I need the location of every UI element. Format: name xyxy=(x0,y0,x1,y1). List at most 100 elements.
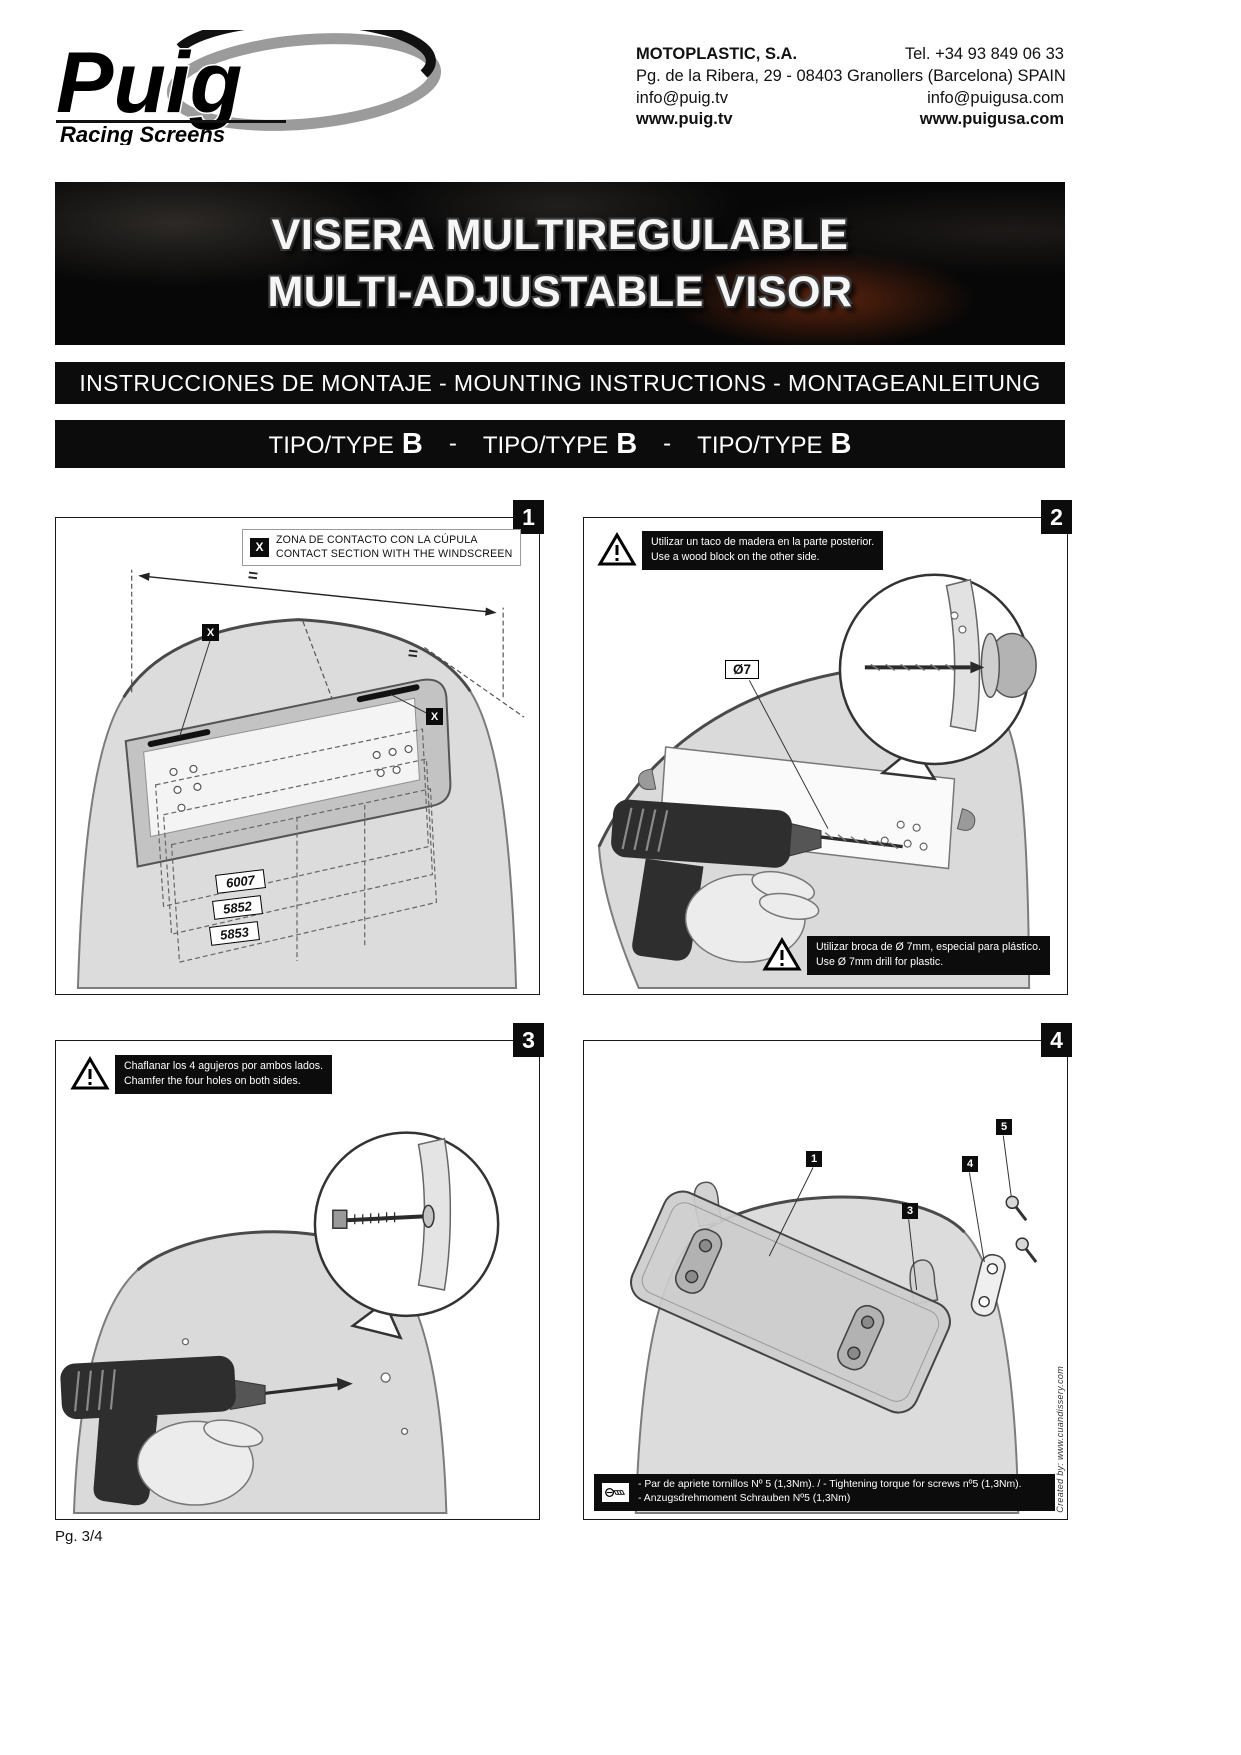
warning-text: Utilizar un taco de madera en la parte p… xyxy=(642,531,884,570)
puig-logo-graphic: Puig Racing Screens xyxy=(55,15,442,147)
screw-head xyxy=(332,1209,348,1229)
washer xyxy=(422,1204,435,1228)
step-2-drawing xyxy=(597,573,1037,990)
x-leader-left xyxy=(179,639,211,738)
page-number: Pg. 3/4 xyxy=(55,1528,103,1545)
wood-block-face xyxy=(980,632,1001,698)
warning-text-en: Chamfer the four holes on both sides. xyxy=(124,1075,301,1088)
step-1-drawing xyxy=(76,569,525,990)
dimension-arrow xyxy=(138,572,497,616)
drilled-holes xyxy=(880,820,928,851)
alternative-positions xyxy=(154,728,438,963)
mounting-holes xyxy=(169,744,413,812)
callout-leaders xyxy=(768,1135,1012,1291)
bit-tip xyxy=(970,661,985,674)
step-3-panel: 3 xyxy=(55,1023,544,1520)
title-banner: VISERA MULTIREGULABLE MULTI-ADJUSTABLE V… xyxy=(55,182,1065,345)
magnifier-circle xyxy=(313,1131,500,1318)
x-marker-left: X xyxy=(202,624,219,641)
left-bracket xyxy=(674,1228,723,1294)
warning-triangle-icon xyxy=(70,1056,110,1092)
screw-icon xyxy=(602,1482,629,1502)
type-prefix: TIPO/TYPE xyxy=(268,431,394,459)
company-email-us: info@puigusa.com xyxy=(927,88,1064,107)
puig-logo: Puig Racing Screens xyxy=(52,15,452,147)
callout-part-3: 3 xyxy=(902,1203,918,1219)
right-adjuster-knob xyxy=(909,1259,939,1305)
contact-zone-text-en: CONTACT SECTION WITH THE WINDSCREEN xyxy=(276,548,513,561)
callout-part-4: 4 xyxy=(962,1156,978,1172)
torque-note-text: - Par de apriete tornillos Nº 5 (1,3Nm).… xyxy=(638,1478,1022,1507)
type-value: B xyxy=(401,427,423,460)
callout-part-1: 1 xyxy=(806,1151,822,1167)
company-web-es: www.puig.tv xyxy=(636,110,733,129)
chamfer-warning: Chaflanar los 4 agujeros por ambos lados… xyxy=(70,1055,333,1094)
step-1-badge: 1 xyxy=(513,500,544,534)
magnified-holes xyxy=(950,611,967,634)
screw-part-b xyxy=(1015,1237,1038,1263)
left-tab xyxy=(638,768,657,791)
drill-bit-warning: Utilizar broca de Ø 7mm, especial para p… xyxy=(762,936,1050,975)
callout-part-5: 5 xyxy=(996,1119,1012,1135)
type-item: TIPO/TYPE B xyxy=(697,428,851,461)
torque-line-1: - Par de apriete tornillos Nº 5 (1,3Nm).… xyxy=(638,1478,1022,1490)
torque-line-2: - Anzugsdrehmoment Schrauben Nº5 (1,3Nm) xyxy=(638,1493,851,1505)
countersink-tip xyxy=(336,1377,353,1391)
screw-part-a xyxy=(1005,1195,1028,1222)
warning-text: Utilizar broca de Ø 7mm, especial para p… xyxy=(807,936,1050,975)
step-2-badge: 2 xyxy=(1041,500,1072,534)
magnified-bit-spiral xyxy=(870,663,955,671)
contact-zone-text-es: ZONA DE CONTACTO CON LA CÚPULA xyxy=(276,534,478,546)
diameter-label: Ø7 xyxy=(725,660,760,679)
step-3-badge: 3 xyxy=(513,1023,544,1057)
company-address: Pg. de la Ribera, 29 - 08403 Granollers … xyxy=(636,66,1066,85)
warning-text: Chaflanar los 4 agujeros por ambos lados… xyxy=(115,1055,333,1094)
contact-zone-left xyxy=(147,729,211,748)
warning-triangle-icon xyxy=(597,532,637,568)
diameter-leader xyxy=(748,680,829,829)
step-3-drawing xyxy=(60,1131,500,1515)
warning-text-es: Chaflanar los 4 agujeros por ambos lados… xyxy=(124,1060,324,1072)
visor-face xyxy=(143,697,421,838)
type-item: TIPO/TYPE B xyxy=(269,428,423,461)
torque-note: - Par de apriete tornillos Nº 5 (1,3Nm).… xyxy=(594,1473,1055,1511)
type-value: B xyxy=(616,427,638,460)
hand xyxy=(684,870,820,963)
spare-bracket-plate xyxy=(970,1253,1006,1317)
drill-body xyxy=(60,1355,236,1420)
step-4-panel: 4 xyxy=(583,1023,1072,1520)
drill-grip xyxy=(93,1409,158,1506)
logo-tagline: Racing Screens xyxy=(60,122,225,145)
warning-text-es: Utilizar un taco de madera en la parte p… xyxy=(651,536,875,548)
logo-text: Puig xyxy=(56,35,242,131)
step-4-badge: 4 xyxy=(1041,1023,1072,1057)
company-email-es: info@puig.tv xyxy=(636,88,728,107)
company-info: MOTOPLASTIC, S.A. Tel. +34 93 849 06 33 … xyxy=(636,44,1066,131)
contact-zone-right xyxy=(356,684,420,703)
drill-grip xyxy=(632,858,704,961)
type-prefix: TIPO/TYPE xyxy=(482,431,609,459)
type-separator: - xyxy=(663,430,672,457)
type-bar: TIPO/TYPE B - TIPO/TYPE B - TIPO/TYPE B xyxy=(55,420,1065,468)
x-marker-right: X xyxy=(426,708,443,725)
logo-swoosh-outer xyxy=(166,33,442,131)
screw-threads xyxy=(354,1212,396,1225)
hand xyxy=(136,1419,264,1506)
warning-triangle-icon xyxy=(762,937,802,973)
warning-text-en: Use Ø 7mm drill for plastic. xyxy=(816,956,944,969)
type-prefix: TIPO/TYPE xyxy=(697,431,823,459)
logo-underline xyxy=(56,120,286,123)
drill-body xyxy=(611,799,792,868)
warning-text-es: Utilizar broca de Ø 7mm, especial para p… xyxy=(816,941,1041,953)
mounting-instructions-text: INSTRUCCIONES DE MONTAJE - MOUNTING INST… xyxy=(79,369,1041,396)
visor-assembly xyxy=(630,1190,951,1414)
type-value: B xyxy=(830,427,852,460)
credit-text: Created by: www.cuandissery.com xyxy=(1055,1366,1065,1513)
step-4-drawing xyxy=(630,1135,1038,1515)
windscreen-top-edge xyxy=(122,618,472,699)
x-symbol: X xyxy=(250,537,269,557)
right-tab xyxy=(956,808,976,831)
holes xyxy=(181,1338,409,1436)
title-line-2: MULTI-ADJUSTABLE VISOR xyxy=(267,267,853,316)
step-2-panel: 2 xyxy=(583,500,1072,995)
